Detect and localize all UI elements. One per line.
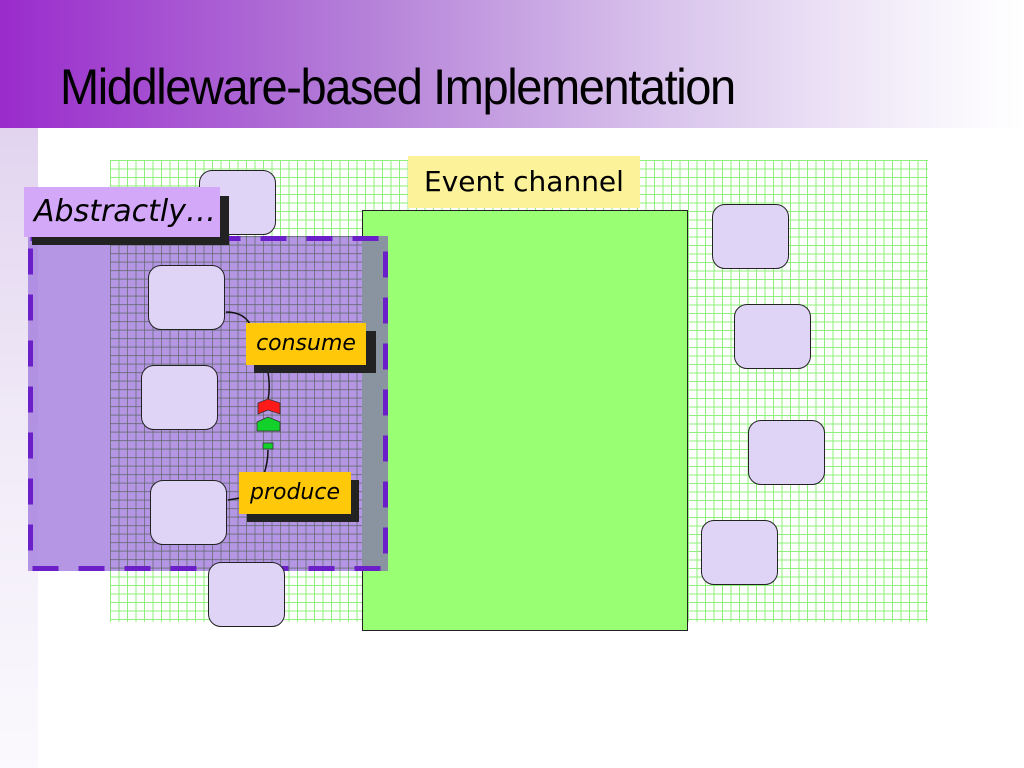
node-left-1[interactable] <box>148 265 225 330</box>
abstract-region-dashed-border <box>28 236 388 571</box>
consume-operation[interactable]: consume <box>246 323 366 365</box>
slide-title: Middleware-based Implementation <box>60 59 736 115</box>
node-right-4[interactable] <box>701 520 778 585</box>
title-bar <box>0 0 1024 128</box>
event-channel-label: Event channel <box>408 156 640 208</box>
node-left-3[interactable] <box>150 480 227 545</box>
node-left-2[interactable] <box>141 365 218 430</box>
node-right-3[interactable] <box>748 420 825 485</box>
event-channel[interactable] <box>362 210 688 631</box>
node-bottom-left[interactable] <box>208 562 285 627</box>
node-right-1[interactable] <box>712 204 789 269</box>
abstractly-label: Abstractly… <box>24 187 220 237</box>
node-right-2[interactable] <box>734 304 811 369</box>
produce-operation[interactable]: produce <box>239 472 351 514</box>
